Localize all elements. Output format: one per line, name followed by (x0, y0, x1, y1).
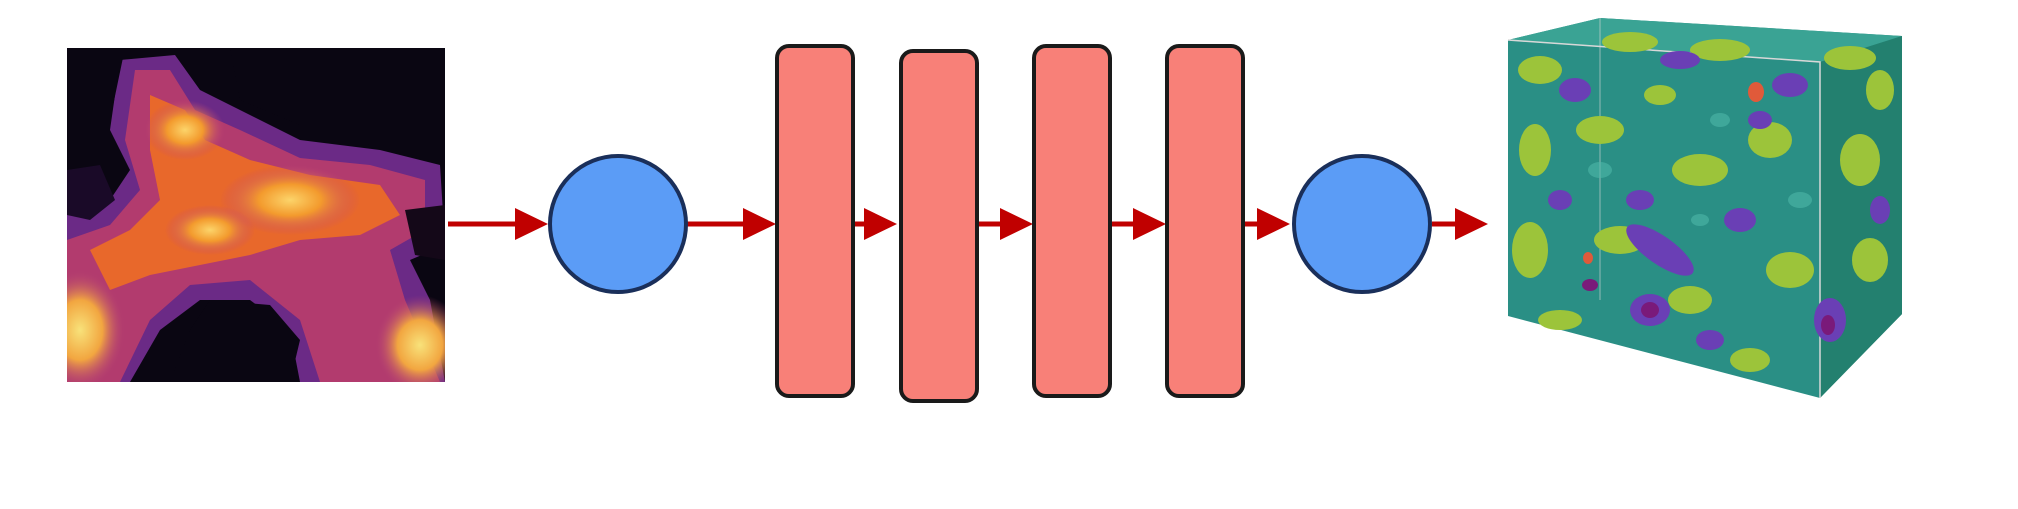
output-node (1292, 154, 1432, 294)
input-node (548, 154, 688, 294)
layer-block-4 (1165, 44, 1245, 398)
arrow-3 (855, 208, 897, 240)
arrow-5 (1112, 208, 1166, 240)
arrow-1 (448, 208, 548, 240)
layer-block-2 (899, 49, 979, 403)
input-heatmap-image (67, 48, 445, 382)
arrow-4 (978, 208, 1033, 240)
arrow-2 (686, 208, 776, 240)
arrow-6 (1244, 208, 1290, 240)
arrow-7 (1432, 208, 1488, 240)
output-volume-image (1507, 18, 1902, 398)
layer-block-3 (1032, 44, 1112, 398)
layer-block-1 (775, 44, 855, 398)
